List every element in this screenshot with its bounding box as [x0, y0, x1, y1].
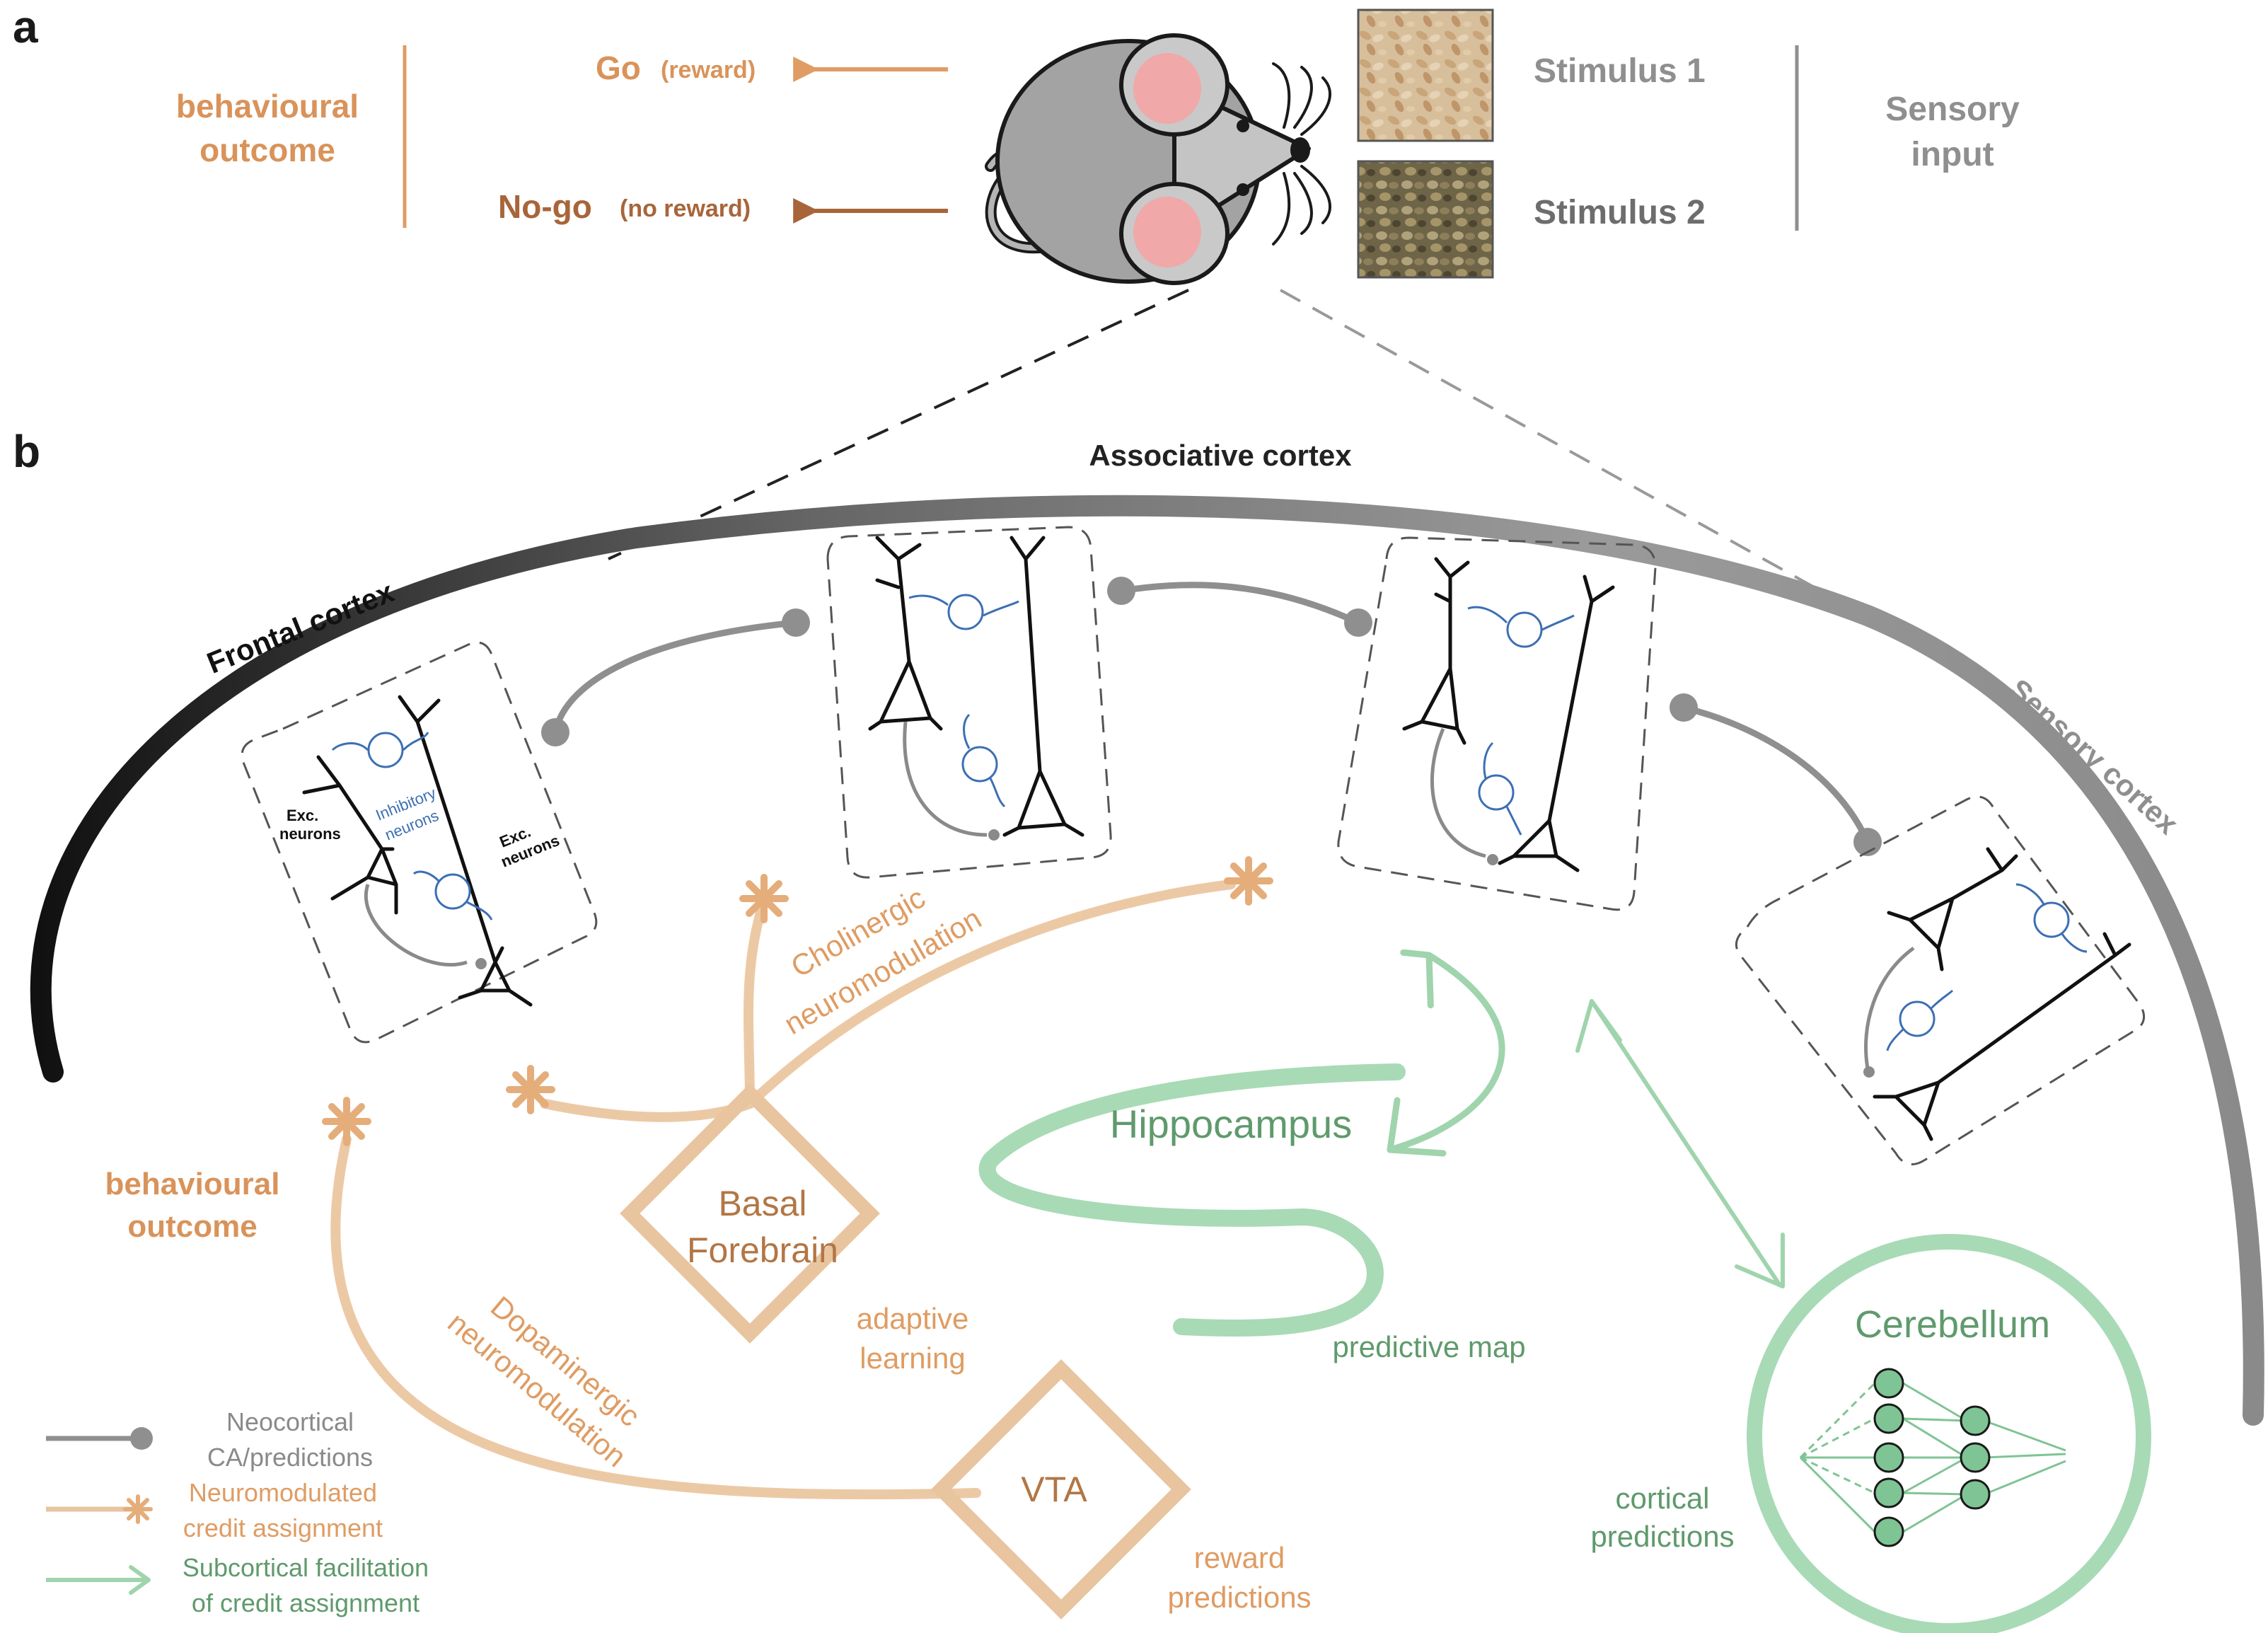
basal-forebrain-diamond	[620, 1083, 880, 1344]
nogo-label: No-go	[498, 188, 592, 225]
cortical-predictions-line1: cortical	[1615, 1482, 1709, 1515]
legend-item1-line1: Neocortical	[226, 1407, 354, 1436]
stimulus1-label: Stimulus 1	[1534, 52, 1706, 90]
panel-b-letter: b	[13, 426, 40, 477]
associative-cortex-label: Associative cortex	[1089, 439, 1352, 472]
exc-neurons-left-line2: neurons	[279, 825, 341, 843]
circuit-box-associative-2	[1337, 536, 1657, 911]
circuit-box-sensory	[1735, 795, 2146, 1166]
legend-orange-star	[123, 1494, 153, 1524]
behavioural-outcome-b-line1: behavioural	[105, 1167, 280, 1201]
adaptive-learning-line2: learning	[860, 1341, 965, 1375]
stimulus2-image	[1357, 160, 1494, 279]
cortical-predictions-line2: predictions	[1590, 1520, 1734, 1553]
basal-forebrain-line1: Basal	[718, 1184, 806, 1223]
stimulus1-image	[1357, 8, 1494, 142]
neuromodulation-asterisks	[322, 856, 1273, 1146]
exc-neurons-left-line1: Exc.	[287, 807, 318, 824]
sensory-label-line1: Sensory	[1885, 91, 2020, 128]
reward-predictions-line1: reward	[1194, 1541, 1285, 1574]
nogo-sub-label: (no reward)	[620, 195, 751, 222]
go-label: Go	[596, 50, 641, 86]
go-sub-label: (reward)	[661, 57, 756, 83]
legend-item2-line2: credit assignment	[183, 1513, 383, 1542]
panel-a-letter: a	[13, 1, 38, 52]
circuit-box-associative-1	[826, 526, 1112, 879]
legend-grey-dot	[130, 1427, 153, 1450]
legend-item3-line1: Subcortical facilitation	[183, 1553, 429, 1582]
sensory-label-line2: input	[1911, 136, 1994, 173]
zoom-line-left	[608, 289, 1189, 560]
behavioural-outcome-b-line2: outcome	[127, 1209, 257, 1244]
cortex-arc	[30, 495, 2264, 1426]
cerebellum-label: Cerebellum	[1855, 1303, 2050, 1346]
legend-item3-line2: of credit assignment	[192, 1588, 420, 1617]
vta-label: VTA	[1021, 1470, 1087, 1509]
frontal-cortex-label: Frontal cortex	[202, 575, 399, 680]
outcome-label-line2: outcome	[199, 132, 335, 168]
basal-forebrain-line2: Forebrain	[687, 1230, 838, 1270]
cerebellum-network	[1799, 1382, 2066, 1533]
stimulus2-label: Stimulus 2	[1534, 194, 1706, 231]
cerebellum-cortex-arrow	[1575, 999, 1785, 1288]
predictive-map-label: predictive map	[1332, 1330, 1525, 1363]
cerebellum-nodes	[1873, 1368, 1991, 1547]
hippocampus-cortex-arrow	[1387, 949, 1505, 1157]
legend-item2-line1: Neuromodulated	[189, 1478, 377, 1507]
legend-item1-line2: CA/predictions	[207, 1443, 373, 1472]
circuit-box-frontal: Exc. neurons Inhibitory neurons Exc. neu…	[241, 641, 598, 1044]
sensory-cortex-label: Sensory cortex	[2003, 672, 2185, 841]
legend-green-arrowhead	[129, 1565, 151, 1595]
outcome-label-line1: behavioural	[176, 88, 359, 125]
cerebellum-circle	[1747, 1234, 2151, 1633]
reward-predictions-line2: predictions	[1167, 1581, 1311, 1614]
vta-diamond	[931, 1359, 1191, 1620]
neocortical-connection-dots	[541, 577, 1882, 856]
adaptive-learning-line1: adaptive	[857, 1302, 969, 1335]
mouse-icon	[985, 33, 1331, 285]
neocortical-connections	[552, 582, 1871, 843]
hippocampus-label: Hippocampus	[1110, 1102, 1352, 1146]
hippocampus-shape	[978, 1063, 1406, 1337]
legend: Neocortical CA/predictions Neuromodulate…	[46, 1407, 429, 1617]
